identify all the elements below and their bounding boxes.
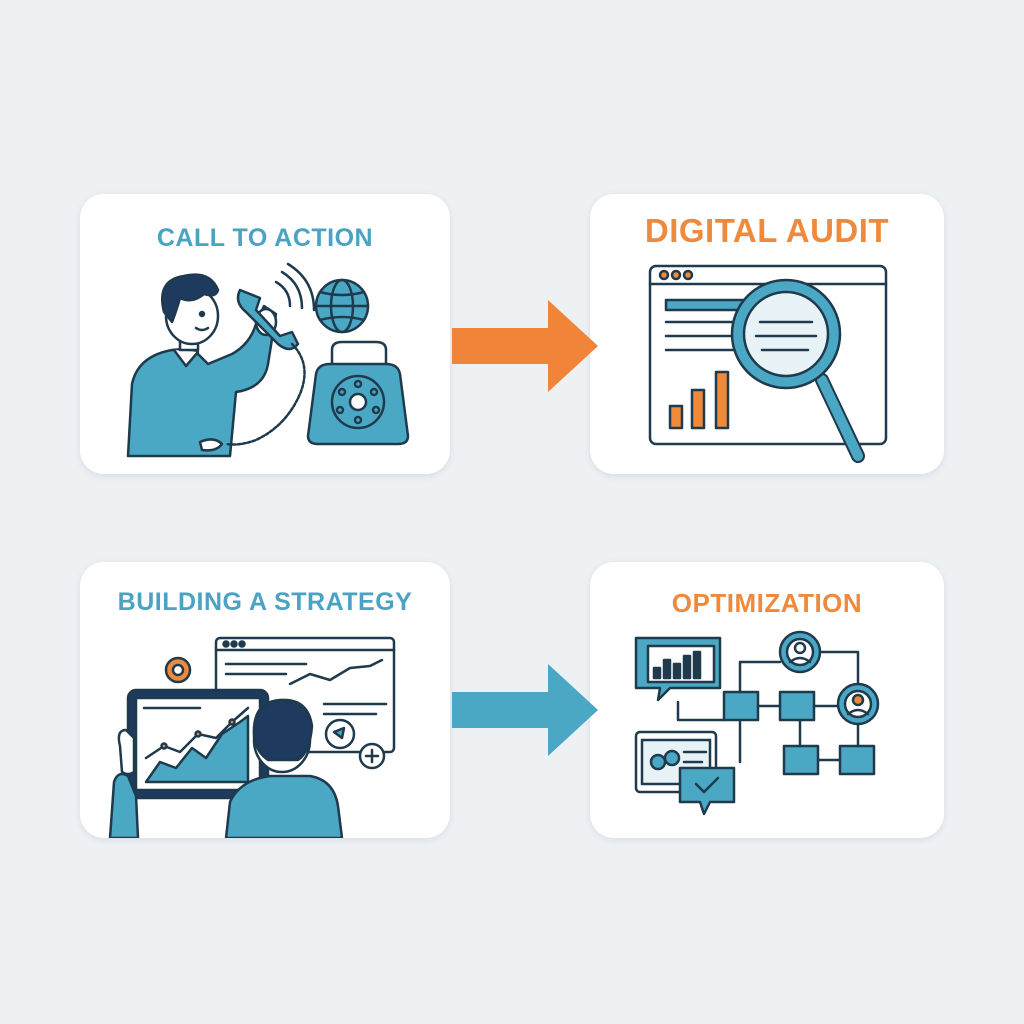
audit-bar-2	[692, 390, 704, 428]
orange-badge-icon	[166, 658, 190, 682]
card-call-to-action: CALL TO ACTION	[80, 194, 450, 474]
arrow-right-teal	[450, 660, 600, 760]
avatar-top-icon	[780, 632, 820, 672]
arrow-right-orange	[450, 296, 600, 396]
card-digital-audit: DIGITAL AUDIT	[590, 194, 944, 474]
person-back-hair	[254, 700, 312, 760]
chat-bubble-icon	[326, 720, 354, 748]
flow-box-2	[780, 692, 814, 720]
avatar-right-icon	[838, 684, 878, 724]
flow-box-1	[724, 692, 758, 720]
card-building-a-strategy: BUILDING A STRATEGY	[80, 562, 450, 838]
plus-badge-icon	[360, 744, 384, 768]
audit-bar-3	[716, 372, 728, 428]
check-bubble-icon	[680, 768, 734, 814]
optimization-flowchart	[590, 562, 944, 838]
audit-bar-1	[670, 406, 682, 428]
flow-box-3	[784, 746, 818, 774]
globe-icon	[316, 280, 368, 332]
flow-box-4	[840, 746, 874, 774]
person-back	[226, 776, 342, 838]
audit-illustration	[590, 194, 944, 474]
strategy-illustration	[80, 562, 450, 838]
chart-bubble-icon	[636, 638, 720, 700]
phone-call-illustration	[80, 194, 450, 474]
desk-phone-icon	[308, 342, 408, 444]
card-optimization: OPTIMIZATION	[590, 562, 944, 838]
